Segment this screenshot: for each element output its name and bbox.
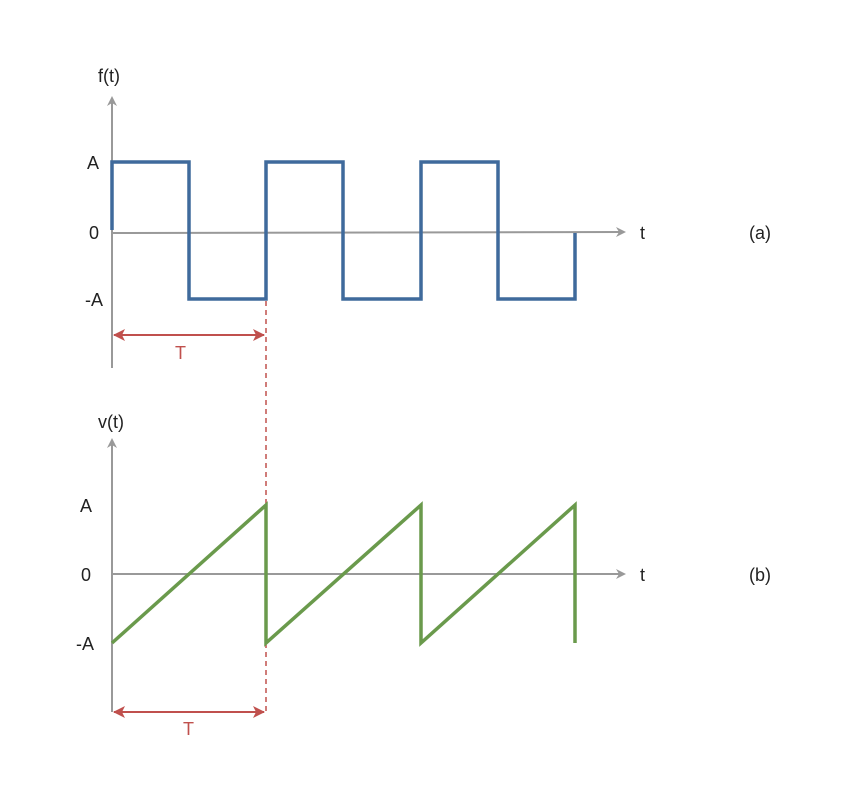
tick-label-A-b: A <box>80 496 92 516</box>
sawtooth-wave-line <box>110 501 577 647</box>
panel-a-square-wave: f(t) t A 0 -A (a) T <box>85 66 771 368</box>
panel-b-sawtooth-wave: v(t) t A 0 -A (b) T <box>76 412 771 739</box>
y-axis-label-a: f(t) <box>98 66 120 86</box>
tick-label-A-a: A <box>87 153 99 173</box>
x-axis-label-a: t <box>640 223 645 243</box>
tick-label-0-b: 0 <box>81 565 91 585</box>
x-axis-a <box>111 227 626 238</box>
x-axis-label-b: t <box>640 565 645 585</box>
period-label-a: T <box>175 343 186 363</box>
square-wave-line <box>110 160 577 301</box>
panel-tag-a: (a) <box>749 223 771 243</box>
period-label-b: T <box>183 719 194 739</box>
tick-label-negA-b: -A <box>76 634 94 654</box>
panel-tag-b: (b) <box>749 565 771 585</box>
tick-label-0-a: 0 <box>89 223 99 243</box>
y-axis-label-b: v(t) <box>98 412 124 432</box>
tick-label-negA-a: -A <box>85 290 103 310</box>
